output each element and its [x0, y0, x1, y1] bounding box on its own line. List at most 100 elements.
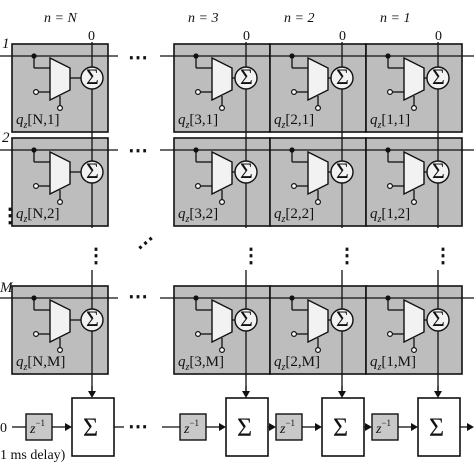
mux-icon — [307, 56, 329, 102]
sum-node-icon — [330, 66, 354, 90]
row-ellipsis-2: ⋯ — [128, 140, 148, 162]
vertical-dots-3: ⋮ — [241, 245, 261, 267]
zero-input-dot — [195, 88, 202, 95]
select-dot — [411, 104, 418, 111]
delay-label-d2: z−1 — [279, 418, 295, 437]
big-sum-symbol-N: Σ — [83, 413, 98, 442]
mux-icon — [49, 298, 71, 344]
cell-q_z[2,1]: Σqz[2,1] — [269, 43, 367, 133]
cell-label: qz[1,1] — [370, 112, 410, 131]
cell-q_z[3,M]: Σqz[3,M] — [173, 285, 271, 375]
sum-node-icon — [234, 66, 258, 90]
zero-input-dot — [32, 88, 39, 95]
top-zero-3: 0 — [243, 29, 250, 44]
header-n-1: n = 1 — [380, 11, 410, 26]
top-zero-N: 0 — [88, 29, 95, 44]
sum-node-icon — [330, 160, 354, 184]
cell-grid: Σqz[N,1]Σqz[3,1]Σqz[2,1]Σqz[1,1]Σqz[N,2]… — [0, 42, 474, 392]
cell-label: qz[1,2] — [370, 206, 410, 225]
header-n-2: n = 2 — [284, 11, 314, 26]
zero-input-dot — [195, 183, 202, 190]
select-dot — [56, 104, 63, 111]
sum-node-icon — [330, 308, 354, 332]
mux-icon — [211, 298, 233, 344]
mux-icon — [49, 56, 71, 102]
zero-input-dot — [32, 183, 39, 190]
mux-icon — [403, 56, 425, 102]
vertical-dots-2: ⋮ — [337, 245, 357, 267]
cell-label: qz[2,M] — [274, 354, 320, 373]
chain-d3-to-sum3-head — [219, 423, 226, 431]
arrow-into-sum-2-head — [338, 391, 346, 398]
cell-label: qz[2,2] — [274, 206, 314, 225]
delay-label-d1: z−1 — [375, 418, 391, 437]
cell-label: qz[3,M] — [178, 354, 224, 373]
sum-symbol: Σ — [86, 64, 99, 89]
mux-icon — [49, 150, 71, 196]
delay-label-d0: z−1 — [29, 418, 45, 437]
sum-symbol: Σ — [432, 64, 445, 89]
arrow-into-sum-3-head — [242, 391, 250, 398]
arrow-into-sum-N-head — [88, 391, 96, 398]
select-dot — [56, 347, 63, 354]
chain-sum1-out-head — [467, 423, 474, 431]
cell-label: qz[N,M] — [16, 354, 65, 373]
sum-symbol: Σ — [86, 306, 99, 331]
sum-node-icon — [80, 160, 104, 184]
row-label-2: 2 — [2, 130, 10, 146]
cell-label: qz[1,M] — [370, 354, 416, 373]
sum-symbol: Σ — [336, 64, 349, 89]
sum-symbol: Σ — [432, 306, 445, 331]
select-dot — [315, 347, 322, 354]
cell-q_z[3,1]: Σqz[3,1] — [173, 43, 271, 133]
header-n-N: n = N — [44, 11, 77, 26]
mux-icon — [307, 298, 329, 344]
sum-node-icon — [234, 308, 258, 332]
big-sum-box-3 — [225, 397, 269, 457]
select-dot — [219, 347, 226, 354]
sum-symbol: Σ — [240, 306, 253, 331]
mux-icon — [211, 150, 233, 196]
sum-symbol: Σ — [432, 158, 445, 183]
zero-input-dot — [32, 331, 39, 338]
zero-input-dot — [291, 331, 298, 338]
sum-node-icon — [80, 308, 104, 332]
select-dot — [315, 104, 322, 111]
cell-label: qz[N,1] — [16, 112, 59, 131]
top-zero-1: 0 — [435, 29, 442, 44]
sum-symbol: Σ — [86, 158, 99, 183]
sum-node-icon — [426, 308, 450, 332]
chain-d0-to-sumN-head — [65, 423, 72, 431]
cell-q_z[N,M]: Σqz[N,M] — [11, 285, 109, 375]
chain-sum2-to-d1-head — [365, 423, 372, 431]
bottom-input-zero: 0 — [0, 421, 7, 436]
zero-input-dot — [291, 88, 298, 95]
top-zero-2: 0 — [339, 29, 346, 44]
select-dot — [219, 199, 226, 206]
select-dot — [411, 347, 418, 354]
delay-block-d3 — [179, 413, 207, 441]
sum-node-icon — [426, 160, 450, 184]
row-ellipsis-M: ⋯ — [128, 286, 148, 308]
cell-q_z[2,2]: Σqz[2,2] — [269, 137, 367, 227]
sum-symbol: Σ — [240, 158, 253, 183]
chain-d1-to-sum1-head — [411, 423, 418, 431]
big-sum-symbol-3: Σ — [237, 413, 252, 442]
zero-input-dot — [291, 183, 298, 190]
zero-input-dot — [387, 183, 394, 190]
cell-q_z[1,M]: Σqz[1,M] — [365, 285, 463, 375]
sum-symbol: Σ — [336, 158, 349, 183]
zero-input-dot — [387, 331, 394, 338]
select-dot — [315, 199, 322, 206]
mux-icon — [211, 56, 233, 102]
vertical-dots-1: ⋮ — [433, 245, 453, 267]
sum-node-icon — [80, 66, 104, 90]
mux-icon — [403, 150, 425, 196]
cell-q_z[2,M]: Σqz[2,M] — [269, 285, 367, 375]
cell-q_z[N,2]: Σqz[N,2] — [11, 137, 109, 227]
cell-label: qz[N,2] — [16, 206, 59, 225]
row-ellipsis-1: ⋯ — [128, 47, 148, 69]
row-label-1: 1 — [2, 36, 10, 52]
delay-label-d3: z−1 — [183, 418, 199, 437]
